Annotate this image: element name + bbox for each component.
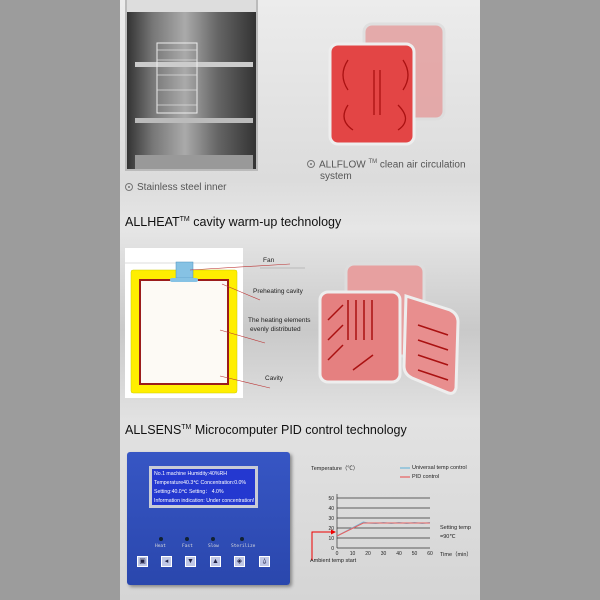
ambient-temp-label: Ambient temp start bbox=[310, 558, 357, 564]
label-evenly-distributed: evenly distributed bbox=[250, 326, 301, 333]
allflow-caption: ALLFLOW TM clean air circulation system bbox=[307, 156, 466, 183]
setting-temp-label: Setting temp bbox=[440, 525, 471, 531]
allheat-desc: cavity warm-up technology bbox=[189, 215, 342, 229]
allflow-circulation-diagram bbox=[328, 22, 446, 146]
stainless-chamber-photo bbox=[125, 0, 258, 171]
legend-universal: Universal temp control bbox=[412, 465, 467, 471]
stainless-caption: Stainless steel inner bbox=[125, 182, 227, 193]
up-key-icon[interactable]: ▲ bbox=[210, 556, 221, 567]
x-tick-label: 20 bbox=[365, 551, 371, 557]
allheat-name: ALLHEAT bbox=[125, 215, 180, 229]
menu-key-icon[interactable]: ▣ bbox=[137, 556, 148, 567]
bullet-icon bbox=[307, 160, 315, 169]
x-tick-label: 30 bbox=[381, 551, 387, 557]
indicator-label-sterilize: Sterilize bbox=[231, 544, 256, 549]
allflow-desc-2: system bbox=[320, 171, 352, 183]
allflow-name: ALLFLOW bbox=[319, 159, 366, 171]
y-tick-label: 20 bbox=[328, 526, 334, 532]
x-tick-label: 0 bbox=[336, 551, 339, 557]
lcd-line: Temperature40.3℃ Concentration:0.0% bbox=[154, 480, 247, 486]
indicator-label-heat: Heat bbox=[155, 544, 166, 549]
x-tick-label: 60 bbox=[427, 551, 433, 557]
allheat-cavity-diagram bbox=[125, 248, 305, 398]
alarm-key-icon[interactable]: ⍙ bbox=[259, 556, 270, 567]
temperature-chart: 0 10 20 30 40 50 0 10 20 30 40 50 60 bbox=[311, 467, 433, 560]
ambient-arrow-head-icon bbox=[331, 529, 336, 535]
sterilize-indicator-led bbox=[240, 537, 244, 541]
volume-key-icon[interactable]: ◂ bbox=[161, 556, 172, 567]
y-tick-label: 10 bbox=[328, 536, 334, 542]
chart-ylabel: Temperature（℃） bbox=[311, 466, 359, 472]
allsens-name: ALLSENS bbox=[125, 423, 182, 437]
series-line-pid bbox=[336, 522, 430, 537]
lcd-line: Setting:40.0℃ Setting： 4.0% bbox=[154, 489, 224, 495]
tm-mark: TM bbox=[368, 159, 378, 165]
chart-xlabel: Time（min） bbox=[440, 552, 472, 558]
y-tick-label: 40 bbox=[328, 506, 334, 512]
indicator-label-slow: Slow bbox=[208, 544, 219, 549]
slow-indicator-led bbox=[211, 537, 215, 541]
label-preheating-cavity: Preheating cavity bbox=[253, 288, 303, 295]
y-tick-label: 30 bbox=[328, 516, 334, 522]
down-key-icon[interactable]: ▼ bbox=[185, 556, 196, 567]
allflow-desc: clean air circulation bbox=[377, 159, 466, 171]
label-cavity: Cavity bbox=[265, 375, 284, 382]
allsens-title: ALLSENSTM Microcomputer PID control tech… bbox=[125, 423, 407, 437]
ambient-arrow-line bbox=[311, 531, 332, 560]
chamber-shelves-graphic bbox=[127, 0, 256, 169]
tm-mark: TM bbox=[179, 215, 190, 223]
legend-pid: PID control bbox=[412, 474, 440, 480]
x-tick-label: 40 bbox=[396, 551, 402, 557]
x-tick-label: 10 bbox=[350, 551, 356, 557]
label-heating-elements: The heating elements bbox=[248, 317, 311, 324]
lcd-line: No.1 machine Humidity:40%RH bbox=[154, 471, 227, 477]
bullet-icon bbox=[125, 183, 133, 191]
heating-elements-cube bbox=[318, 262, 460, 395]
stainless-caption-text: Stainless steel inner bbox=[137, 182, 227, 193]
control-panel: No.1 machine Humidity:40%RH Temperature4… bbox=[127, 452, 290, 585]
y-tick-label: 50 bbox=[328, 496, 334, 502]
fast-indicator-led bbox=[185, 537, 189, 541]
allsens-desc: Microcomputer PID control technology bbox=[191, 423, 407, 437]
lcd-display: No.1 machine Humidity:40%RH Temperature4… bbox=[149, 466, 258, 508]
allheat-title: ALLHEATTM cavity warm-up technology bbox=[125, 215, 341, 229]
tm-mark: TM bbox=[181, 423, 192, 431]
y-tick-label: 0 bbox=[331, 546, 334, 552]
indicator-label-fast: Fast bbox=[182, 544, 193, 549]
heat-indicator-led bbox=[159, 537, 163, 541]
lcd-line: Information indication: Under concentrat… bbox=[154, 498, 255, 504]
x-tick-label: 50 bbox=[412, 551, 418, 557]
sound-key-icon[interactable]: ◈ bbox=[234, 556, 245, 567]
setting-temp-value: =90℃ bbox=[440, 534, 456, 540]
label-fan: Fan bbox=[263, 257, 275, 264]
